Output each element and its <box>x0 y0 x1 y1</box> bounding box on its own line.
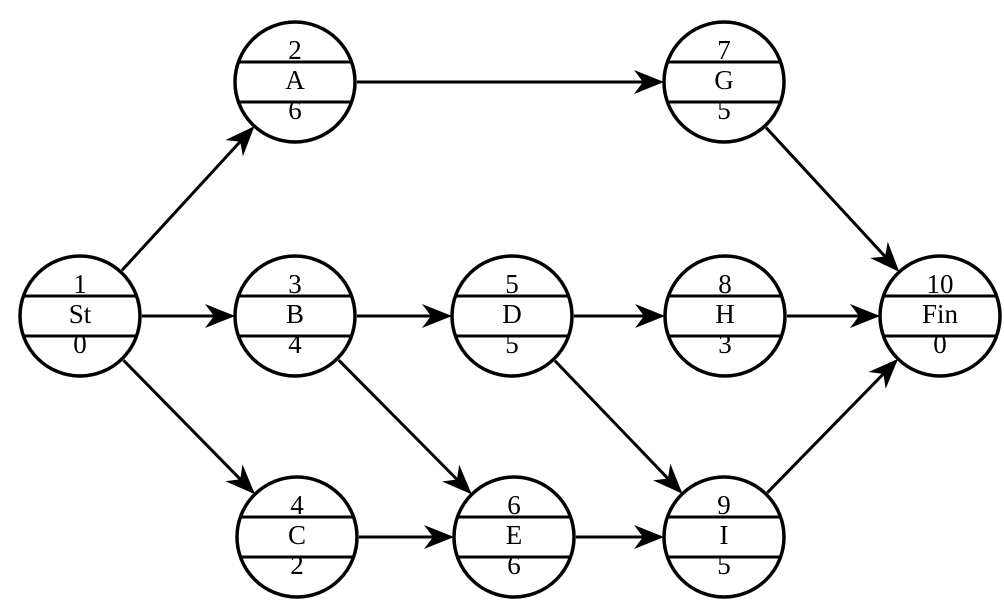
node-duration: 2 <box>290 550 304 580</box>
edge-1-to-2 <box>120 126 255 272</box>
edges <box>120 70 900 549</box>
node-2: 2A6 <box>233 20 357 144</box>
node-label: I <box>720 520 729 550</box>
node-number: 3 <box>288 269 302 299</box>
node-4: 4C2 <box>235 475 359 599</box>
node-9: 9I5 <box>662 475 786 599</box>
node-5: 5D5 <box>450 254 574 378</box>
node-circle <box>663 254 787 378</box>
node-duration: 5 <box>505 329 519 359</box>
node-number: 5 <box>505 269 519 299</box>
node-label: E <box>506 520 523 550</box>
node-number: 7 <box>717 35 731 65</box>
node-duration: 0 <box>933 329 947 359</box>
node-duration: 6 <box>288 95 302 125</box>
node-circle <box>452 475 576 599</box>
node-circle <box>662 20 786 144</box>
node-number: 2 <box>288 35 302 65</box>
node-label: Fin <box>922 299 959 329</box>
node-duration: 4 <box>288 329 302 359</box>
node-circle <box>878 254 1002 378</box>
node-label: St <box>69 299 92 329</box>
edge-7-to-10 <box>764 126 900 272</box>
node-label: B <box>286 299 304 329</box>
node-number: 4 <box>290 490 304 520</box>
node-duration: 3 <box>718 329 732 359</box>
edge-1-to-4 <box>122 359 255 495</box>
node-number: 1 <box>73 269 87 299</box>
node-duration: 0 <box>73 329 87 359</box>
node-number: 10 <box>927 269 954 299</box>
node-3: 3B4 <box>233 254 357 378</box>
node-duration: 5 <box>717 550 731 580</box>
node-circle <box>662 475 786 599</box>
node-label: H <box>715 299 735 329</box>
node-duration: 5 <box>717 95 731 125</box>
node-number: 8 <box>718 269 732 299</box>
edge-9-to-10 <box>766 358 899 494</box>
node-7: 7G5 <box>662 20 786 144</box>
edge-5-to-9 <box>553 359 683 494</box>
edge-3-to-6 <box>337 358 472 495</box>
node-label: G <box>714 65 734 95</box>
node-circle <box>233 254 357 378</box>
node-circle <box>235 475 359 599</box>
node-duration: 6 <box>507 550 521 580</box>
node-6: 6E6 <box>452 475 576 599</box>
node-label: C <box>288 520 306 550</box>
node-circle <box>18 254 142 378</box>
node-circle <box>450 254 574 378</box>
node-number: 9 <box>717 490 731 520</box>
node-label: D <box>502 299 522 329</box>
node-8: 8H3 <box>663 254 787 378</box>
node-label: A <box>285 65 305 95</box>
node-number: 6 <box>507 490 521 520</box>
node-circle <box>233 20 357 144</box>
